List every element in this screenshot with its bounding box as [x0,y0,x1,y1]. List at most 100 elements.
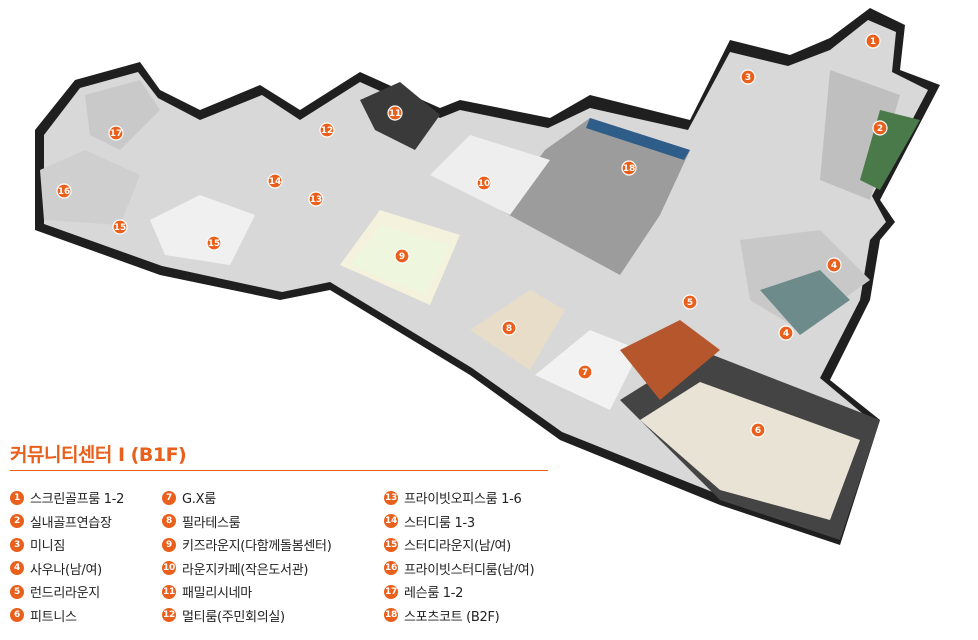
room-marker-15b: 15 [206,235,222,251]
legend-item: 14 스터디룸 1-3 [384,510,534,534]
svg-text:7: 7 [582,368,588,378]
lounge-cafe-room [430,135,550,215]
svg-text:1: 1 [870,37,876,47]
room-marker-4b: 4 [778,325,794,341]
legend-label: 레슨룸 1-2 [404,586,464,602]
svg-text:13: 13 [310,195,323,205]
svg-text:5: 5 [687,298,693,308]
legend-label: 미니짐 [30,539,65,555]
legend-item: 2 실내골프연습장 [10,510,124,534]
room-marker-16: 16 [56,183,72,199]
legend-label: 패밀리시네마 [182,586,252,602]
svg-text:15: 15 [208,239,221,249]
svg-text:11: 11 [389,109,402,119]
svg-text:3: 3 [745,73,751,83]
room-marker-17: 17 [108,125,124,141]
legend-number: 6 [10,608,24,623]
legend-number: 10 [162,561,176,576]
svg-text:18: 18 [623,164,636,174]
pilates-room [470,290,565,370]
room-marker-2: 2 [872,120,888,136]
legend-number: 16 [384,561,398,576]
legend-number: 18 [384,608,398,623]
room-marker-15a: 15 [112,219,128,235]
legend-label: 프라이빗스터디룸(남/여) [404,562,535,578]
room-marker-9: 9 [394,248,410,264]
legend-label: 피트니스 [30,609,77,625]
legend-label: 런드리라운지 [30,586,100,602]
legend-number: 7 [162,490,176,505]
svg-text:6: 6 [755,426,761,436]
svg-text:15: 15 [114,223,127,233]
room-marker-1: 1 [865,33,881,49]
legend-label: 프라이빗오피스룸 1-6 [404,492,522,508]
private-study-room [40,150,140,225]
svg-text:17: 17 [110,129,123,139]
legend-number: 2 [10,514,24,529]
room-marker-4a: 4 [826,257,842,273]
legend-label: 사우나(남/여) [30,562,102,578]
legend-item: 18 스포츠코트 (B2F) [384,604,534,628]
legend-number: 5 [10,584,24,599]
legend-number: 17 [384,584,398,599]
legend-label: 스터디룸 1-3 [404,515,475,531]
rooms [40,70,920,540]
room-marker-12: 12 [319,122,335,138]
legend-label: 스터디라운지(남/여) [404,539,511,555]
title-divider [10,470,548,471]
legend-number: 11 [162,584,176,599]
room-marker-11: 11 [387,105,403,121]
room-marker-14: 14 [267,173,283,189]
room-marker-18: 18 [621,160,637,176]
legend-number: 3 [10,537,24,552]
room-marker-7: 7 [577,364,593,380]
legend-number: 4 [10,561,24,576]
room-marker-3: 3 [740,69,756,85]
legend-column-1: 1 스크린골프룸 1-2 2 실내골프연습장 3 미니짐 4 사우나(남/여) 5 런드리… [10,486,124,627]
study-lounge-room [150,195,255,265]
orange-deck [620,320,720,400]
legend-item: 11 패밀리시네마 [162,580,331,604]
legend-title: 커뮤니티센터 I (B1F) [10,444,187,466]
legend-item: 6 피트니스 [10,604,124,628]
svg-text:12: 12 [321,126,334,136]
legend-item: 5 런드리라운지 [10,580,124,604]
svg-text:8: 8 [506,324,512,334]
svg-text:10: 10 [478,179,491,189]
legend-item: 1 스크린골프룸 1-2 [10,486,124,510]
legend-item: 16 프라이빗스터디룸(남/여) [384,557,535,581]
svg-text:16: 16 [58,187,71,197]
legend-number: 1 [10,490,24,505]
svg-text:4: 4 [831,261,837,271]
legend-label: 필라테스룸 [182,515,241,531]
legend-number: 8 [162,514,176,529]
legend-number: 15 [384,537,398,552]
room-marker-10: 10 [476,175,492,191]
room-marker-6: 6 [750,422,766,438]
legend-item: 8 필라테스룸 [162,510,331,534]
legend-label: 키즈라운지(다함께돌봄센터) [182,539,332,555]
legend-item: 15 스터디라운지(남/여) [384,533,534,557]
legend-item: 17 레슨룸 1-2 [384,580,534,604]
svg-text:14: 14 [269,177,282,187]
room-marker-13: 13 [308,191,324,207]
legend-label: 스크린골프룸 1-2 [30,492,125,508]
legend-label: 스포츠코트 (B2F) [404,609,500,625]
legend-number: 13 [384,490,398,505]
legend-number: 9 [162,537,176,552]
golf-range-room [820,70,900,200]
legend-label: 실내골프연습장 [30,515,112,531]
room-marker-8: 8 [501,320,517,336]
legend-item: 9 키즈라운지(다함께돌봄센터) [162,533,332,557]
svg-text:9: 9 [399,252,405,262]
legend-item: 3 미니짐 [10,533,124,557]
legend-item: 13 프라이빗오피스룸 1-6 [384,486,534,510]
room-marker-5: 5 [682,294,698,310]
legend-number: 14 [384,514,398,529]
room-markers: 1 2 3 4 4 5 6 7 8 9 10 11 12 13 14 15 15… [56,33,888,438]
